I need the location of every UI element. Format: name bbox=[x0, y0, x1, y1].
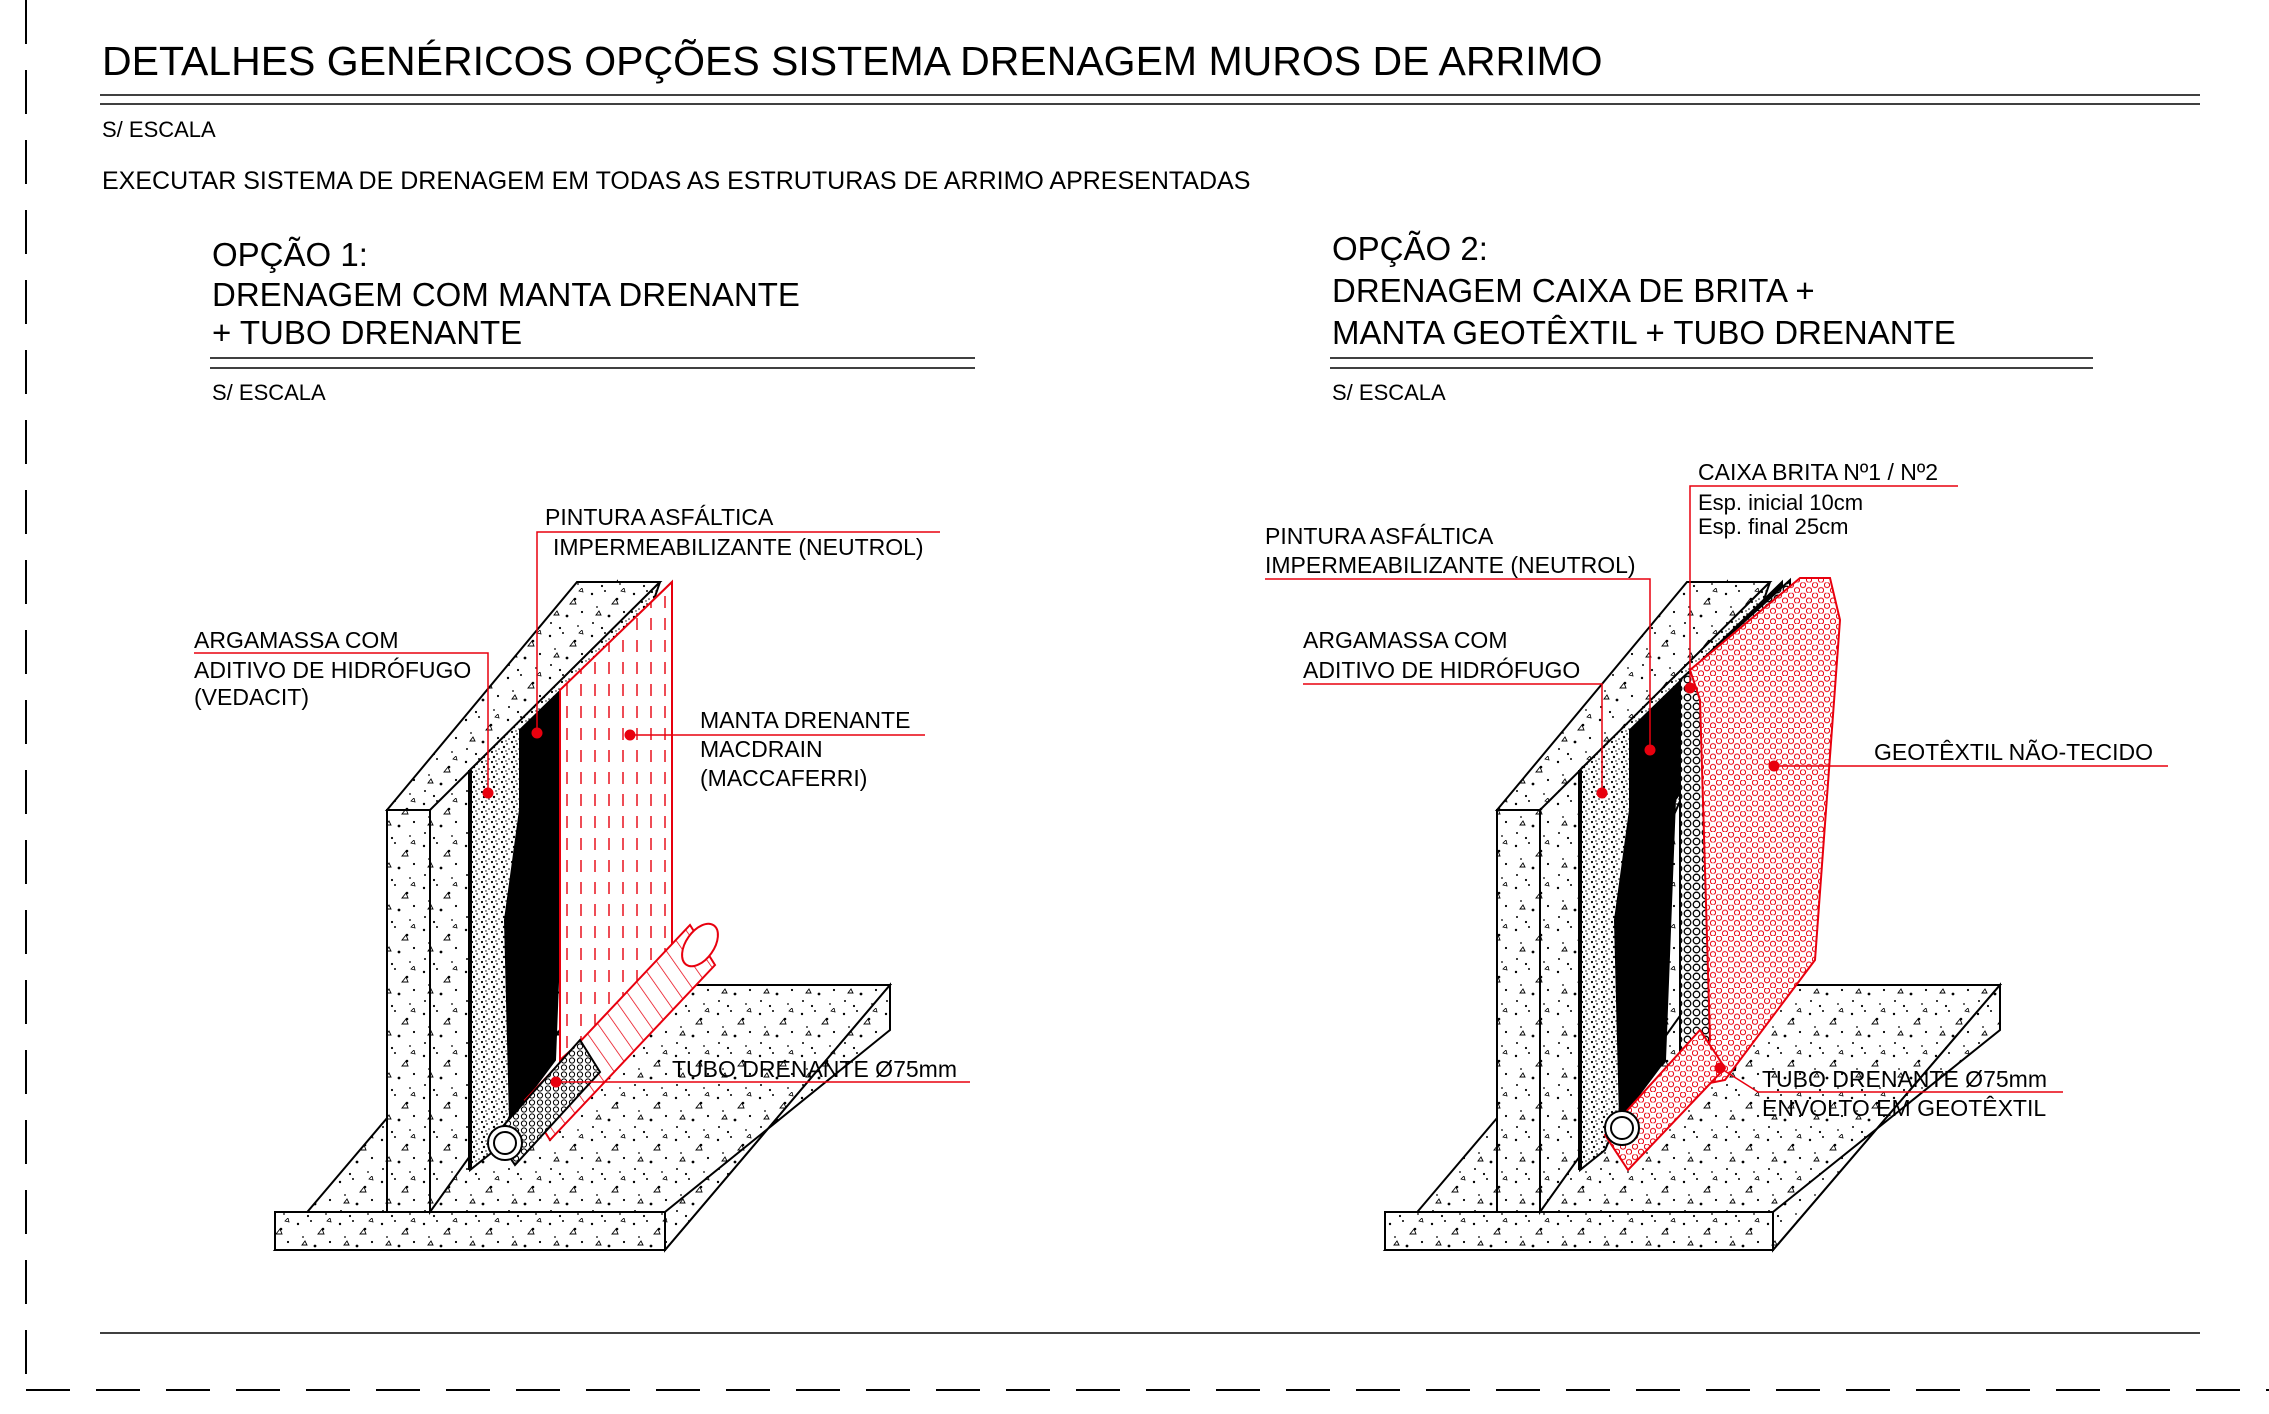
option-1-title-line2: DRENAGEM COM MANTA DRENANTE bbox=[212, 276, 800, 313]
label-blanket-1a: MANTA DRENANTE bbox=[700, 707, 910, 733]
base-slab-front bbox=[274, 1211, 666, 1251]
option-2-scale: S/ ESCALA bbox=[1332, 380, 1446, 405]
label-blanket-1c: (MACCAFERRI) bbox=[700, 765, 867, 791]
label-paint-1b: IMPERMEABILIZANTE (NEUTROL) bbox=[553, 534, 924, 560]
option-1-retaining-wall bbox=[272, 579, 893, 1253]
option-2-detail: OPÇÃO 2: DRENAGEM CAIXA DE BRITA + MANTA… bbox=[1265, 230, 2168, 1253]
label-gravel-2: Esp. inicial 10cm bbox=[1698, 490, 1863, 515]
label-mortar-1b: ADITIVO DE HIDRÓFUGO bbox=[194, 657, 471, 683]
label-mortar-2b: ADITIVO DE HIDRÓFUGO bbox=[1303, 657, 1580, 683]
label-paint-2b: IMPERMEABILIZANTE (NEUTROL) bbox=[1265, 552, 1636, 578]
drain-pipe-end bbox=[681, 922, 719, 968]
label-paint-2a: PINTURA ASFÁLTICA bbox=[1265, 523, 1494, 549]
sheet-instruction: EXECUTAR SISTEMA DE DRENAGEM EM TODAS AS… bbox=[102, 167, 1250, 195]
label-mortar-1a: ARGAMASSA COM bbox=[194, 627, 398, 653]
sheet-frame bbox=[25, 0, 2269, 1391]
option-1-title-line3: + TUBO DRENANTE bbox=[212, 314, 522, 351]
option-2-title-line1: OPÇÃO 2: bbox=[1332, 230, 1488, 267]
drain-pipe-bore bbox=[1610, 1116, 1634, 1140]
base-slab-side bbox=[664, 982, 891, 1253]
label-geotextile: GEOTÊXTIL NÃO-TECIDO bbox=[1874, 739, 2153, 765]
option-1-detail: OPÇÃO 1: DRENAGEM COM MANTA DRENANTE + T… bbox=[194, 236, 975, 1253]
label-pipe-2b: ENVOLTO EM GEOTÊXTIL bbox=[1762, 1095, 2046, 1121]
option-2-title-line2: DRENAGEM CAIXA DE BRITA + bbox=[1332, 272, 1815, 309]
sheet-title: DETALHES GENÉRICOS OPÇÕES SISTEMA DRENAG… bbox=[102, 38, 1603, 84]
base-slab-front bbox=[1384, 1211, 1774, 1251]
label-gravel-1: CAIXA BRITA Nº1 / Nº2 bbox=[1698, 459, 1938, 485]
geotextile-blanket bbox=[1688, 577, 1842, 1087]
label-mortar-2a: ARGAMASSA COM bbox=[1303, 627, 1507, 653]
option-1-leaders bbox=[194, 531, 970, 1088]
option-1-scale: S/ ESCALA bbox=[212, 380, 326, 405]
option-2-title-line3: MANTA GEOTÊXTIL + TUBO DRENANTE bbox=[1332, 314, 1956, 351]
drain-pipe-bore bbox=[493, 1131, 517, 1155]
label-pipe-2a: TUBO DRENANTE Ø75mm bbox=[1762, 1066, 2047, 1092]
label-paint-1a: PINTURA ASFÁLTICA bbox=[545, 504, 774, 530]
wall-stem-front bbox=[1496, 809, 1541, 1213]
label-gravel-3: Esp. final 25cm bbox=[1698, 514, 1848, 539]
label-pipe-1: TUBO DRENANTE Ø75mm bbox=[672, 1056, 957, 1082]
sheet-scale: S/ ESCALA bbox=[102, 117, 216, 142]
label-mortar-1c: (VEDACIT) bbox=[194, 684, 309, 710]
option-2-retaining-wall bbox=[1382, 577, 2003, 1253]
option-2-leaders bbox=[1265, 485, 2168, 1093]
option-1-title-line1: OPÇÃO 1: bbox=[212, 236, 368, 273]
wall-stem-front bbox=[386, 809, 431, 1213]
label-blanket-1b: MACDRAIN bbox=[700, 736, 823, 762]
base-slab-side bbox=[1772, 982, 2001, 1253]
